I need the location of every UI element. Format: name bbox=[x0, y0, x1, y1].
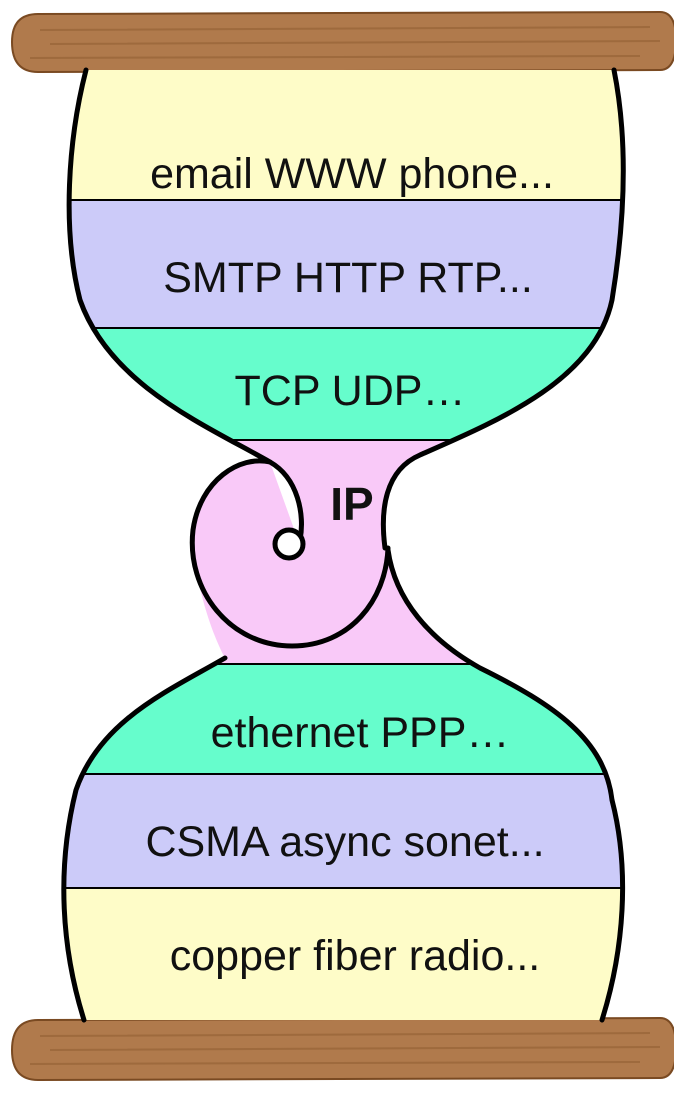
layer-medium-access-label: CSMA async sonet... bbox=[145, 818, 544, 866]
top-wood-bar bbox=[10, 10, 674, 74]
layer-application-label: email WWW phone... bbox=[150, 150, 554, 198]
spiral-hole-icon bbox=[272, 527, 306, 561]
bottom-wood-bar bbox=[10, 1016, 674, 1082]
layer-app-protocols-label: SMTP HTTP RTP... bbox=[163, 254, 533, 302]
layer-transport-label: TCP UDP… bbox=[235, 367, 466, 415]
layer-network-label: IP bbox=[330, 478, 373, 530]
layer-physical-label: copper fiber radio... bbox=[170, 932, 540, 980]
layer-link-label: ethernet PPP… bbox=[211, 709, 510, 757]
hourglass-outline bbox=[61, 67, 626, 1023]
